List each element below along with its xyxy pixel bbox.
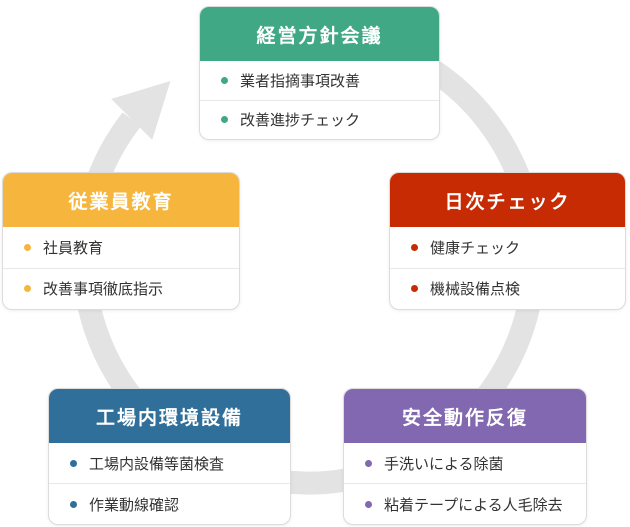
card-item: 機械設備点検 [390, 267, 625, 310]
card-policy-meeting: 経営方針会議 業者指摘事項改善 改善進捗チェック [199, 6, 440, 140]
card-item: 工場内設備等菌検査 [49, 443, 290, 483]
card-title: 従業員教育 [3, 173, 239, 227]
card-item: 改善事項徹底指示 [3, 267, 239, 310]
bullet-icon [24, 243, 31, 251]
card-title: 経営方針会議 [200, 7, 439, 61]
card-item: 業者指摘事項改善 [200, 61, 439, 100]
bullet-icon [365, 459, 372, 467]
card-title: 工場内環境設備 [49, 389, 290, 443]
card-item-label: 機械設備点検 [430, 281, 521, 299]
card-item: 粘着テープによる人毛除去 [344, 483, 586, 524]
card-body: 健康チェック 機械設備点検 [390, 227, 625, 309]
card-employee-training: 従業員教育 社員教育 改善事項徹底指示 [2, 172, 240, 310]
card-item: 作業動線確認 [49, 483, 290, 524]
bullet-icon [411, 243, 418, 251]
card-body: 業者指摘事項改善 改善進捗チェック [200, 61, 439, 139]
bullet-icon [70, 459, 77, 467]
card-item: 手洗いによる除菌 [344, 443, 586, 483]
card-safety-actions: 安全動作反復 手洗いによる除菌 粘着テープによる人毛除去 [343, 388, 587, 525]
bullet-icon [24, 285, 31, 293]
card-item-label: 改善事項徹底指示 [43, 281, 164, 299]
card-body: 手洗いによる除菌 粘着テープによる人毛除去 [344, 443, 586, 524]
card-item-label: 作業動線確認 [89, 496, 180, 514]
card-item: 健康チェック [390, 227, 625, 268]
card-item-label: 工場内設備等菌検査 [89, 455, 225, 473]
bullet-icon [70, 500, 77, 508]
card-item-label: 健康チェック [430, 239, 521, 257]
card-daily-check: 日次チェック 健康チェック 機械設備点検 [389, 172, 626, 310]
card-item-label: 粘着テープによる人毛除去 [384, 496, 563, 514]
bullet-icon [411, 285, 418, 293]
card-item-label: 改善進捗チェック [240, 112, 361, 130]
card-item-label: 業者指摘事項改善 [240, 72, 361, 90]
card-item: 社員教育 [3, 227, 239, 268]
card-item: 改善進捗チェック [200, 99, 439, 140]
card-body: 工場内設備等菌検査 作業動線確認 [49, 443, 290, 524]
arrow-head-icon [111, 81, 171, 140]
bullet-icon [221, 116, 228, 124]
card-title: 安全動作反復 [344, 389, 586, 443]
card-item-label: 社員教育 [43, 239, 104, 257]
card-item-label: 手洗いによる除菌 [384, 455, 504, 473]
card-body: 社員教育 改善事項徹底指示 [3, 227, 239, 309]
bullet-icon [221, 76, 228, 84]
bullet-icon [365, 500, 372, 508]
card-factory-environment: 工場内環境設備 工場内設備等菌検査 作業動線確認 [48, 388, 291, 525]
card-title: 日次チェック [390, 173, 625, 227]
